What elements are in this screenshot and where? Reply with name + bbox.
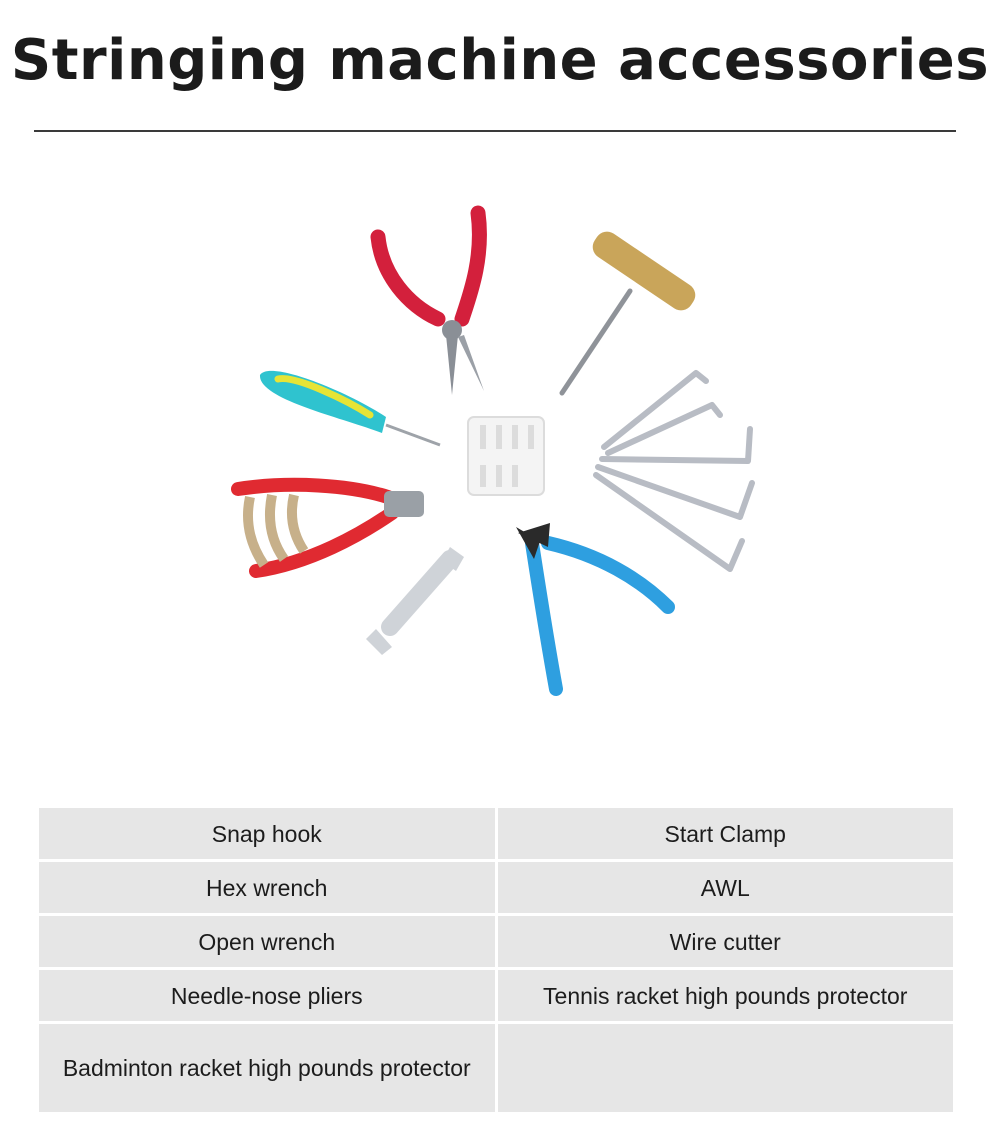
table-cell: Tennis racket high pounds protector (497, 970, 953, 1021)
open-wrench-icon (366, 547, 464, 655)
pounds-protector-icon (467, 416, 545, 496)
table-cell: AWL (497, 862, 953, 913)
table-row: Needle-nose pliers Tennis racket high po… (39, 970, 953, 1021)
table-cell: Wire cutter (497, 916, 953, 967)
table-row: Snap hook Start Clamp (39, 808, 953, 859)
accessories-table: Snap hook Start Clamp Hex wrench AWL Ope… (36, 805, 956, 1115)
needle-nose-pliers-icon (370, 205, 487, 395)
page-title: Stringing machine accessories (10, 28, 990, 93)
wire-cutter-icon (516, 523, 675, 696)
table-cell: Open wrench (39, 916, 495, 967)
t-handle-awl-icon (559, 231, 696, 396)
accessories-photo (231, 205, 755, 696)
table-row: Hex wrench AWL (39, 862, 953, 913)
awl-icon (259, 370, 441, 447)
table-cell: Needle-nose pliers (39, 970, 495, 1021)
title-divider (34, 130, 956, 132)
start-clamp-icon (231, 477, 424, 578)
table-cell: Hex wrench (39, 862, 495, 913)
table-cell: Start Clamp (497, 808, 953, 859)
table-cell (497, 1024, 953, 1112)
table-row: Badminton racket high pounds protector (39, 1024, 953, 1112)
table-row: Open wrench Wire cutter (39, 916, 953, 967)
hex-wrenches-icon (593, 370, 755, 572)
table-cell: Badminton racket high pounds protector (39, 1024, 495, 1112)
table-cell: Snap hook (39, 808, 495, 859)
